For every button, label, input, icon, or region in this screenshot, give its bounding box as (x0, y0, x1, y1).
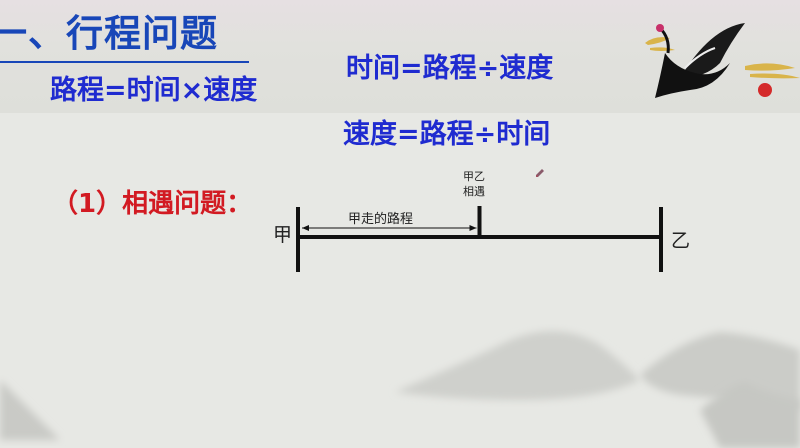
meeting-label-line1: 甲乙 (463, 170, 485, 183)
meeting-label-line2: 相遇 (463, 185, 485, 198)
cloud-right (745, 63, 800, 79)
mountain-far-right (700, 382, 800, 448)
mountain-center (395, 331, 640, 400)
formula-distance: 路程=时间×速度 (50, 75, 258, 106)
formula-time: 时间=路程÷速度 (346, 53, 554, 84)
segment-label: 甲走的路程 (348, 212, 414, 227)
meeting-label: 甲乙 相遇 (463, 169, 485, 199)
formula-speed: 速度=路程÷时间 (343, 119, 551, 150)
pen-cursor-icon (536, 169, 544, 177)
section-heading: （1）相遇问题： (52, 189, 253, 219)
title-underline (0, 61, 249, 63)
crane-feathers (684, 47, 716, 69)
red-seal (758, 83, 772, 97)
crane-icon (645, 23, 800, 98)
end-label: 乙 (671, 230, 691, 252)
crane-head (656, 24, 664, 32)
cloud-left (645, 37, 675, 51)
page-title: 一、行程问题 (0, 12, 218, 55)
mountain-left (0, 380, 60, 440)
start-label: 甲 (273, 224, 293, 246)
mountain-landscape-decoration (0, 331, 800, 448)
crane-body (655, 53, 730, 98)
crane-wing (680, 23, 745, 78)
